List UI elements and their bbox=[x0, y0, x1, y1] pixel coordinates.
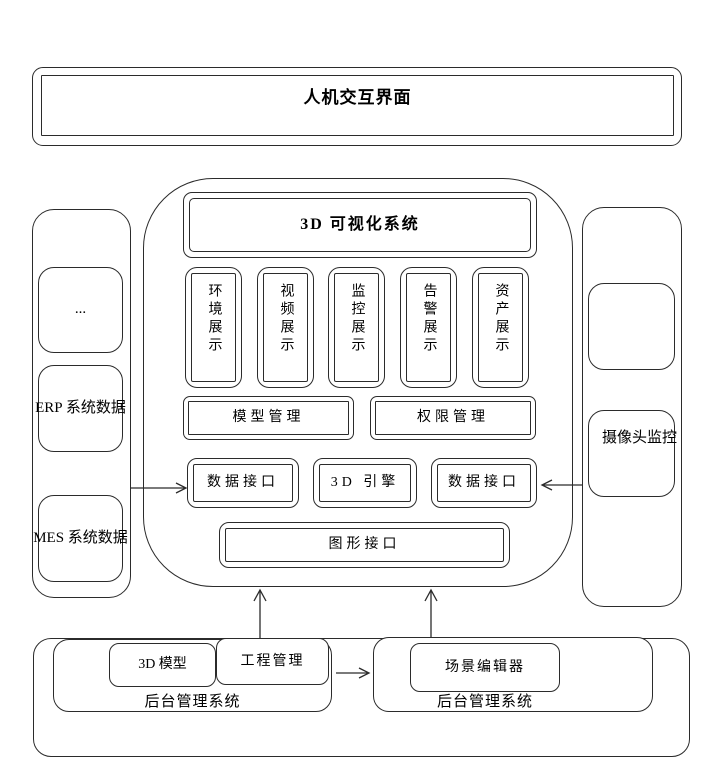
backend-system-2-label: 后台管理系统 bbox=[436, 694, 533, 710]
env-display-box: 环境展示 bbox=[185, 267, 242, 388]
3d-model-label: 3D 模型 bbox=[138, 657, 187, 673]
3d-engine-box: 3D 引擎 bbox=[313, 458, 417, 508]
monitor-display-inner: 监控展示 bbox=[334, 273, 379, 382]
permission-management-inner: 权限管理 bbox=[375, 401, 531, 435]
data-interface-right-box: 数据接口 bbox=[431, 458, 537, 508]
video-display-box: 视频展示 bbox=[257, 267, 314, 388]
project-management-box: 工程管理 bbox=[216, 638, 329, 685]
data-interface-right-label: 数据接口 bbox=[448, 475, 520, 491]
alarm-display-inner: 告警展示 bbox=[406, 273, 451, 382]
env-display-inner: 环境展示 bbox=[191, 273, 236, 382]
3d-system-title: 3D 可视化系统 bbox=[300, 216, 420, 233]
asset-display-box: 资产展示 bbox=[472, 267, 529, 388]
arrow-backend1-up bbox=[253, 588, 267, 638]
video-display-label: 视频展示 bbox=[278, 283, 294, 355]
mes-data-label: MES 系统数据 bbox=[33, 529, 128, 546]
model-management-inner: 模型管理 bbox=[188, 401, 349, 435]
3d-system-title-box: 3D 可视化系统 bbox=[183, 192, 537, 258]
camera-empty-box bbox=[588, 283, 675, 370]
mes-data-box: MES 系统数据 bbox=[33, 495, 128, 582]
monitor-display-box: 监控展示 bbox=[328, 267, 385, 388]
data-interface-left-label: 数据接口 bbox=[207, 475, 279, 491]
camera-monitor-box: 摄像头监控 bbox=[588, 410, 678, 497]
data-interface-left-inner: 数据接口 bbox=[193, 464, 293, 502]
3d-engine-inner: 3D 引擎 bbox=[319, 464, 411, 502]
graphics-interface-box: 图形接口 bbox=[219, 522, 510, 568]
asset-display-inner: 资产展示 bbox=[478, 273, 523, 382]
video-display-inner: 视频展示 bbox=[263, 273, 308, 382]
erp-data-box: ERP 系统数据 bbox=[35, 365, 126, 452]
data-interface-right-inner: 数据接口 bbox=[437, 464, 531, 502]
scene-editor-label: 场景编辑器 bbox=[445, 659, 525, 675]
right-camera-panel bbox=[582, 207, 682, 607]
3d-model-box: 3D 模型 bbox=[109, 643, 216, 687]
backend-system-1-label: 后台管理系统 bbox=[144, 694, 241, 710]
3d-system-title-inner: 3D 可视化系统 bbox=[189, 198, 531, 252]
other-data-source-label: ... bbox=[74, 301, 87, 318]
monitor-display-label: 监控展示 bbox=[349, 283, 365, 355]
env-display-label: 环境展示 bbox=[206, 283, 222, 355]
data-interface-left-box: 数据接口 bbox=[187, 458, 299, 508]
model-management-label: 模型管理 bbox=[232, 410, 305, 426]
3d-engine-label: 3D 引擎 bbox=[330, 475, 400, 491]
alarm-display-label: 告警展示 bbox=[421, 283, 437, 355]
project-management-label: 工程管理 bbox=[240, 653, 305, 669]
asset-display-label: 资产展示 bbox=[493, 283, 509, 355]
graphics-interface-label: 图形接口 bbox=[328, 537, 401, 553]
graphics-interface-inner: 图形接口 bbox=[225, 528, 504, 562]
hmi-banner-inner: 人机交互界面 bbox=[41, 75, 674, 136]
alarm-display-box: 告警展示 bbox=[400, 267, 457, 388]
permission-management-box: 权限管理 bbox=[370, 396, 536, 440]
permission-management-label: 权限管理 bbox=[417, 410, 489, 426]
erp-data-label: ERP 系统数据 bbox=[35, 399, 126, 416]
camera-monitor-label: 摄像头监控 bbox=[602, 430, 678, 446]
scene-editor-box: 场景编辑器 bbox=[410, 643, 560, 692]
arrow-backend2-up bbox=[424, 588, 438, 638]
model-management-box: 模型管理 bbox=[183, 396, 354, 440]
hmi-banner-title: 人机交互界面 bbox=[303, 88, 412, 107]
other-data-source-box: ... bbox=[38, 267, 123, 353]
hmi-banner: 人机交互界面 bbox=[32, 67, 682, 146]
